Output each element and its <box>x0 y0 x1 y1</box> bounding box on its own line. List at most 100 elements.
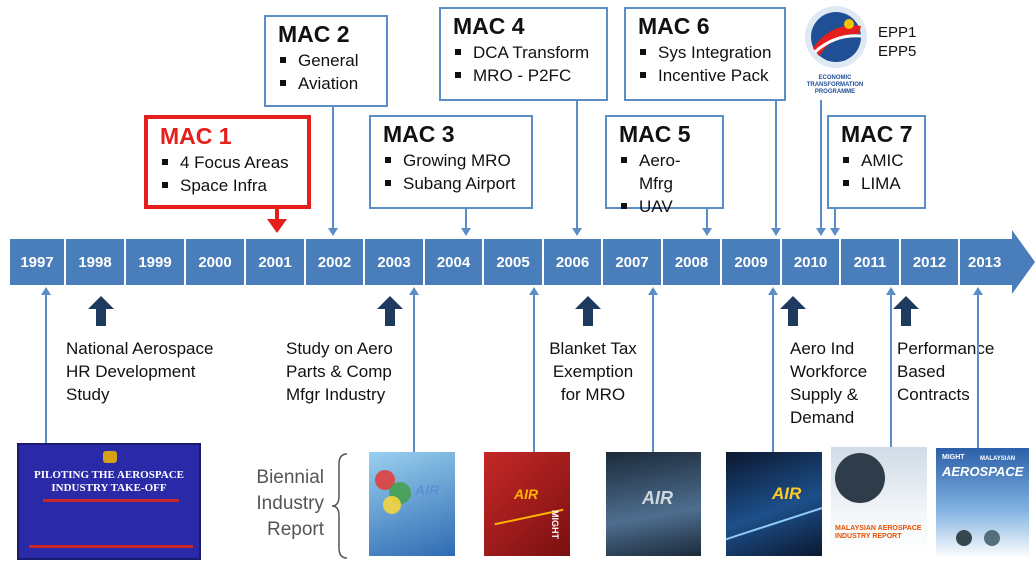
cover-circle <box>375 470 395 490</box>
mac-item: UAV <box>619 195 714 218</box>
cover-air-text: AIR <box>514 486 539 502</box>
event-arrow-1998 <box>88 296 114 326</box>
year-cell: 2009 <box>722 239 782 285</box>
mac-title: MAC 3 <box>383 121 455 147</box>
year-cell: 2003 <box>365 239 425 285</box>
timeline-arrowhead <box>1012 230 1035 294</box>
cover-stripe <box>726 503 822 543</box>
year-cell: 2002 <box>306 239 365 285</box>
mac-title: MAC 5 <box>619 121 691 147</box>
report-cover-2011: MALAYSIAN AEROSPACE INDUSTRY REPORT <box>831 447 927 557</box>
mac4-tick <box>572 228 582 236</box>
cover-title-line: MALAYSIAN AEROSPACE INDUSTRY REPORT <box>835 525 922 540</box>
cover4-connector <box>652 293 654 453</box>
event-arrow-2006 <box>575 296 601 326</box>
cover6-tick <box>886 287 896 295</box>
year-cell: 2010 <box>782 239 841 285</box>
mac-item: DCA Transform <box>453 41 598 64</box>
mac-item: General <box>278 49 378 72</box>
cover-subtitle: MALAYSIAN <box>980 456 1016 462</box>
mac4-connector <box>576 101 578 229</box>
mac-item: Incentive Pack <box>638 64 776 87</box>
year-cell: 2008 <box>663 239 722 285</box>
mac3-tick <box>461 228 471 236</box>
mac3-box: MAC 3 Growing MRO Subang Airport <box>369 115 533 209</box>
cover-title-line: INDUSTRY TAKE-OFF <box>51 482 167 494</box>
cover7-tick <box>973 287 983 295</box>
etp-epp5-label: EPP5 <box>878 43 917 60</box>
mac5-tick <box>702 228 712 236</box>
year-cell: 2004 <box>425 239 484 285</box>
mac-item: LIMA <box>841 172 916 195</box>
etp-connector <box>820 100 822 229</box>
report-cover-1998: PILOTING THE AEROSPACE INDUSTRY TAKE-OFF <box>17 443 201 560</box>
mac-item: 4 Focus Areas <box>160 151 299 174</box>
mac1-arrowhead <box>267 219 287 233</box>
report-cover-2005: AIR MIGHT <box>484 452 570 556</box>
mac-title: MAC 1 <box>160 123 232 149</box>
cover-circle <box>383 496 401 514</box>
cover-circle <box>984 530 1000 546</box>
mac5-connector <box>706 209 708 229</box>
year-cell: 1999 <box>126 239 186 285</box>
report-cover-2013: MIGHT MALAYSIAN AEROSPACE <box>936 448 1029 558</box>
cover5-tick <box>768 287 778 295</box>
cover7-connector <box>977 293 979 453</box>
mac7-connector <box>834 209 836 229</box>
cover-engine-icon <box>835 453 885 503</box>
mac1-connector <box>275 209 279 221</box>
cover1-connector <box>45 293 47 443</box>
report-cover-2007: AIR <box>606 452 701 556</box>
mac6-connector <box>775 101 777 229</box>
mac-item: MRO - P2FC <box>453 64 598 87</box>
report-cover-2003: AIR <box>369 452 455 556</box>
year-cell: 1998 <box>66 239 126 285</box>
mac-item: Space Infra <box>160 174 299 197</box>
mac7-tick <box>830 228 840 236</box>
cover2-connector <box>413 293 415 453</box>
mac6-tick <box>771 228 781 236</box>
mac4-box: MAC 4 DCA Transform MRO - P2FC <box>439 7 608 101</box>
cover4-tick <box>648 287 658 295</box>
cover3-tick <box>529 287 539 295</box>
cover-might-mark: MIGHT <box>942 454 965 461</box>
biennial-brace <box>331 453 348 559</box>
cover-title-line: PILOTING THE AEROSPACE <box>34 469 184 481</box>
etp-epp1-label: EPP1 <box>878 24 917 41</box>
mac-item: Aviation <box>278 72 378 95</box>
event-arrow-2003 <box>377 296 403 326</box>
cover-circle <box>956 530 972 546</box>
mac-title: MAC 7 <box>841 121 913 147</box>
mac3-connector <box>465 209 467 229</box>
year-cell: 2012 <box>901 239 960 285</box>
cover1-tick <box>41 287 51 295</box>
cover-air-text: AIR <box>415 482 440 498</box>
cover-air-text: AIR <box>642 488 673 508</box>
mac-item: AMIC <box>841 149 916 172</box>
mac-title: MAC 2 <box>278 21 350 47</box>
cover-crest-icon <box>103 451 117 463</box>
cover-air-text: AIR <box>772 484 802 503</box>
mac-item: Aero-Mfrg <box>619 149 714 195</box>
mac-title: MAC 4 <box>453 13 525 39</box>
mac-item: Growing MRO <box>383 149 523 172</box>
year-cell: 2007 <box>603 239 663 285</box>
year-cell: 2011 <box>841 239 901 285</box>
etp-tick <box>816 228 826 236</box>
mac-title: MAC 6 <box>638 13 710 39</box>
cover3-connector <box>533 293 535 453</box>
year-cell: 1997 <box>10 239 66 285</box>
event-arrow-2010 <box>780 296 806 326</box>
cover-stripe <box>43 499 179 502</box>
year-cell: 2005 <box>484 239 544 285</box>
cover2-tick <box>409 287 419 295</box>
mac-item: Subang Airport <box>383 172 523 195</box>
year-cell: 2000 <box>186 239 246 285</box>
